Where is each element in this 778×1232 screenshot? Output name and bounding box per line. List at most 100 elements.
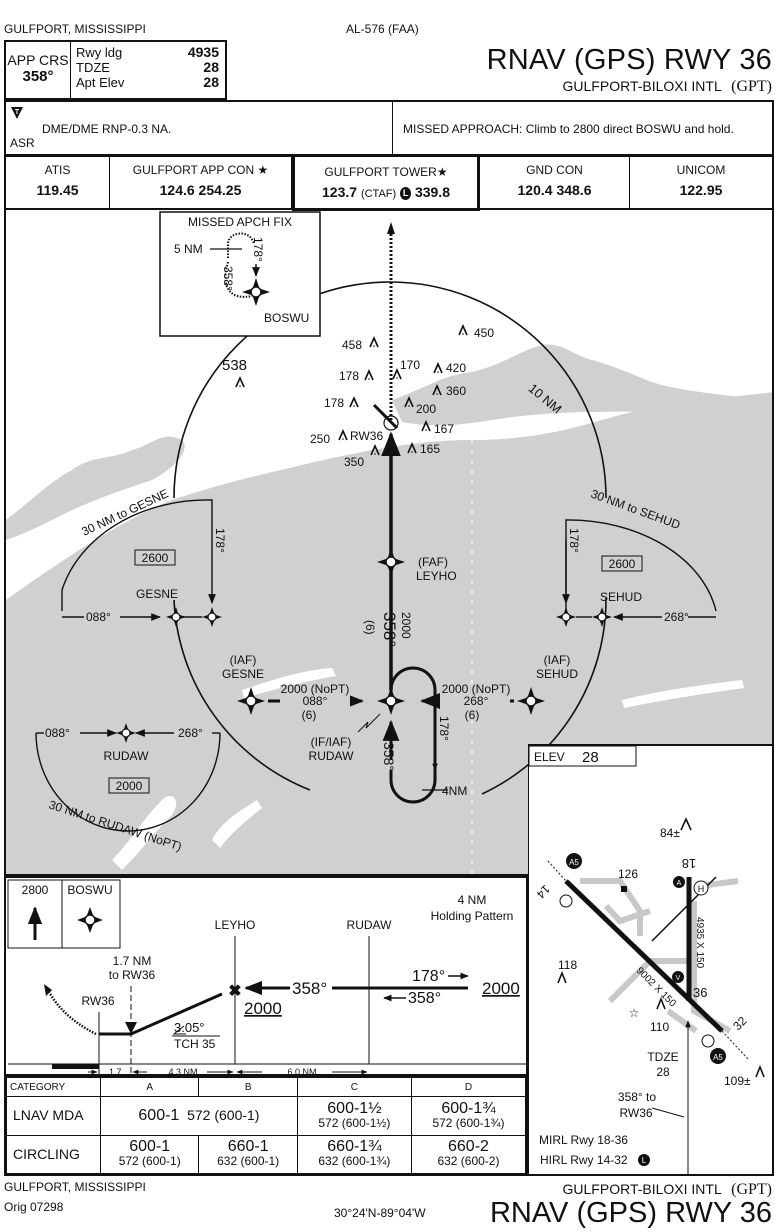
airport-id: (GPT) — [731, 78, 772, 95]
rudaw-taa-fix: RUDAW — [104, 749, 150, 763]
freq-unicom: UNICOM 122.95 — [630, 157, 772, 208]
iaf-sehud-course: 268° — [464, 694, 489, 708]
gesne-taa-fix: GESNE — [136, 587, 178, 601]
runway-32-label: 32 — [730, 1014, 750, 1034]
obstacle-110: 110 — [650, 1020, 669, 1034]
missed-climb-alt: 2800 — [22, 883, 49, 897]
papi-icon — [673, 876, 685, 888]
freq-atis: ATIS 119.45 — [6, 157, 110, 208]
approach-lights-icon-32 — [710, 1048, 726, 1064]
lighting-note-2: HIRL Rwy 14-32 — [540, 1153, 628, 1167]
freq-label: UNICOM — [676, 163, 726, 177]
missed-fix-name: BOSWU — [264, 311, 309, 325]
tdze-value: 28 — [656, 1065, 670, 1079]
dist-vdp-leyho: 4.3 NM — [168, 1067, 197, 1077]
profile-rw36: RW36 — [81, 994, 114, 1008]
missed-approach-arc — [46, 989, 97, 1036]
svg-text:200: 200 — [416, 402, 436, 416]
freq-value: 122.95 — [679, 182, 723, 198]
if-rudaw-role: (IF/IAF) — [311, 735, 352, 749]
svg-text:360: 360 — [446, 384, 466, 398]
tdze-label: TDZE — [647, 1050, 678, 1064]
iaf-sehud-name: SEHUD — [536, 667, 578, 681]
notes-strip: T ASR DME/DME RNP-0.3 NA. MISSED APPROAC… — [4, 100, 774, 156]
obstacle-126: 126 — [618, 867, 638, 881]
footer-amendment: Orig 07298 — [4, 1200, 64, 1214]
svg-text:458: 458 — [342, 338, 362, 352]
footer-airport: GULFPORT-BILOXI INTL (GPT) — [563, 1181, 772, 1199]
heliport-icon: H — [698, 884, 705, 894]
airport-sketch: ELEV 28 H A5 A V A5 18 36 — [528, 745, 765, 1177]
faf-name: LEYHO — [416, 569, 457, 583]
ctaf-label: (CTAF) — [360, 188, 397, 200]
gesne-course-in: 088° — [86, 610, 111, 624]
ten-nm-arc-lower-left — [173, 599, 311, 791]
freq-approach: GULFPORT APP CON ★ 124.6 254.25 — [110, 157, 292, 208]
beacon-icon: ☆ — [629, 1006, 640, 1020]
freq-value: 120.4 348.6 — [517, 182, 592, 198]
svg-text:V: V — [676, 975, 681, 982]
svg-text:L: L — [642, 1156, 647, 1165]
sehud-taa-alt: 2600 — [609, 557, 636, 571]
profile-course: 358° — [292, 979, 327, 998]
missed-inbound-course: 358° — [221, 266, 235, 291]
dist-rw-vdp: 1.7 — [109, 1067, 122, 1077]
rudaw-taa-alt: 2000 — [116, 779, 143, 793]
airport-obstacles — [557, 817, 765, 1078]
iaf-sehud-dist: (6) — [465, 708, 480, 722]
freq-label: GULFPORT TOWER★ — [324, 165, 448, 179]
svg-text:167: 167 — [434, 422, 454, 436]
water-inlets — [112, 668, 744, 870]
freq-ground: GND CON 120.4 348.6 — [480, 157, 630, 208]
profile-view: 2800 BOSWU LEYHO RUDAW 4 NM Holding Patt… — [4, 876, 528, 1078]
freq-value: 124.6 254.25 — [159, 182, 242, 198]
app-crs-label: APP CRS — [7, 52, 69, 68]
leyho-fix-icon: ✖ — [228, 983, 241, 1000]
elev-label: ELEV — [534, 750, 565, 764]
minimums-header-row: CATEGORY A B C D — [6, 1077, 527, 1097]
papi-circle-32 — [701, 1034, 715, 1048]
runway-36-label: 36 — [693, 985, 707, 1000]
app-crs-value: 358° — [22, 68, 54, 85]
tower-vhf: 123.7 — [322, 184, 358, 200]
hold-leg-distance: 4NM — [442, 784, 467, 798]
cat-a-header: A — [99, 1077, 200, 1097]
ten-nm-arc-lower-right — [481, 597, 607, 795]
course-note-2: RW36 — [619, 1106, 652, 1120]
airport-diagram: ELEV 28 H A5 A V A5 18 36 — [528, 744, 774, 1177]
app-crs-cell: APP CRS 358° — [6, 42, 71, 98]
circling-label: CIRCLING — [6, 1134, 101, 1174]
vasi-icon — [672, 971, 684, 983]
freq-label: GULFPORT APP CON ★ — [132, 163, 269, 177]
vdp-note-1: 1.7 NM — [113, 954, 152, 968]
cat-b-header: B — [198, 1077, 298, 1097]
gesne-msa-box — [134, 549, 176, 566]
airport-icon — [383, 415, 399, 431]
cat-d-header: D — [410, 1077, 527, 1097]
profile-hold-alt: 2000 — [482, 979, 520, 998]
lnav-ab: 600-1 572 (600-1) — [100, 1096, 298, 1136]
hold-inbound: 358° — [381, 742, 397, 771]
svg-text:178: 178 — [339, 369, 359, 383]
asr-note: ASR — [10, 136, 35, 150]
category-header: CATEGORY — [6, 1077, 101, 1097]
svg-text:420: 420 — [446, 361, 466, 375]
apt-elev-value: 28 — [203, 74, 219, 90]
procedure-title: RNAV (GPS) RWY 36 — [486, 44, 772, 76]
footer-airport-id: (GPT) — [731, 1181, 772, 1198]
takeoff-minimums-icon: T — [11, 107, 23, 119]
freq-label: ATIS — [44, 163, 71, 177]
cat-c-header: C — [296, 1077, 412, 1097]
lighting-note-1: MIRL Rwy 18-36 — [539, 1133, 628, 1147]
hold-note-2: Holding Pattern — [431, 909, 514, 923]
elev-value: 28 — [582, 749, 599, 766]
freq-value: 123.7 (CTAF) L 339.8 — [295, 184, 477, 200]
obstacles: 538 458 450 178 170 420 360 178 200 167 … — [222, 325, 494, 469]
freq-label: GND CON — [526, 163, 583, 177]
airport-name-text: GULFPORT-BILOXI INTL — [562, 78, 722, 94]
